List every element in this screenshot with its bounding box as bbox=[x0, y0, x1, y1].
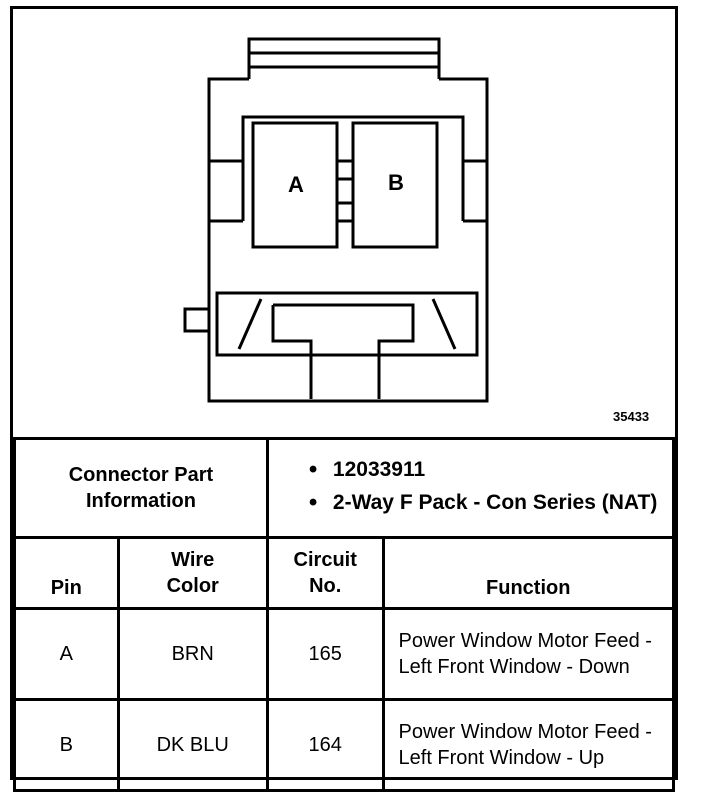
connector-latch bbox=[247, 37, 441, 79]
connector-body bbox=[207, 77, 489, 403]
circuit-header: Circuit No. bbox=[265, 536, 385, 610]
connector-description: 2-Way F Pack - Con Series (NAT) bbox=[309, 489, 672, 516]
circuit-header-line1: Circuit bbox=[293, 549, 357, 571]
connector-part-details: 12033911 2-Way F Pack - Con Series (NAT) bbox=[265, 437, 676, 539]
connector-table: Connector Part Information 12033911 2-Wa… bbox=[13, 437, 676, 792]
circuit-header-line2: No. bbox=[309, 575, 342, 597]
cavity-bridge bbox=[337, 159, 353, 223]
pin-label-a: A bbox=[288, 172, 304, 197]
function-cell: Power Window Motor Feed - Left Front Win… bbox=[381, 698, 676, 792]
pin-cell: B bbox=[13, 698, 120, 792]
wire-color-header-line2: Color bbox=[166, 575, 219, 597]
wire-color-cell: BRN bbox=[116, 607, 269, 701]
connector-face-drawing: A B bbox=[183, 37, 489, 403]
function-cell: Power Window Motor Feed - Left Front Win… bbox=[381, 607, 676, 701]
table-row: A BRN 165 Power Window Motor Feed - Left… bbox=[13, 607, 676, 701]
keyway-tee bbox=[271, 303, 415, 399]
column-header-row: Pin Wire Color Circuit No. Function bbox=[13, 536, 676, 610]
connector-part-header-line1: Connector Part bbox=[68, 464, 214, 486]
side-tab-right bbox=[463, 159, 487, 223]
connector-sheet: A B 35433 Connector Part Information 120… bbox=[10, 6, 678, 792]
circuit-cell: 165 bbox=[265, 607, 385, 701]
lower-keyway bbox=[215, 291, 479, 357]
connector-part-header: Connector Part Information bbox=[13, 437, 269, 539]
pin-cavity-a bbox=[251, 121, 339, 249]
pin-cell: A bbox=[13, 607, 120, 701]
pin-cavity-b bbox=[351, 121, 439, 249]
wire-color-header-line1: Wire bbox=[171, 549, 215, 571]
connector-part-header-line2: Information bbox=[85, 490, 196, 512]
pin-label-b: B bbox=[388, 170, 404, 195]
wire-color-header: Wire Color bbox=[116, 536, 269, 610]
connector-part-row: Connector Part Information 12033911 2-Wa… bbox=[13, 437, 676, 539]
side-tab-left bbox=[209, 159, 243, 223]
part-number: 12033911 bbox=[309, 456, 672, 483]
table-row: B DK BLU 164 Power Window Motor Feed - L… bbox=[13, 698, 676, 792]
function-header: Function bbox=[381, 536, 676, 610]
side-post bbox=[183, 307, 211, 333]
keyway-taper-left bbox=[237, 298, 263, 350]
figure-id: 35433 bbox=[613, 409, 650, 424]
wire-color-cell: DK BLU bbox=[116, 698, 269, 792]
circuit-cell: 164 bbox=[265, 698, 385, 792]
keyway-taper-right bbox=[431, 298, 457, 350]
cavity-housing bbox=[241, 115, 465, 221]
pin-header: Pin bbox=[13, 536, 120, 610]
